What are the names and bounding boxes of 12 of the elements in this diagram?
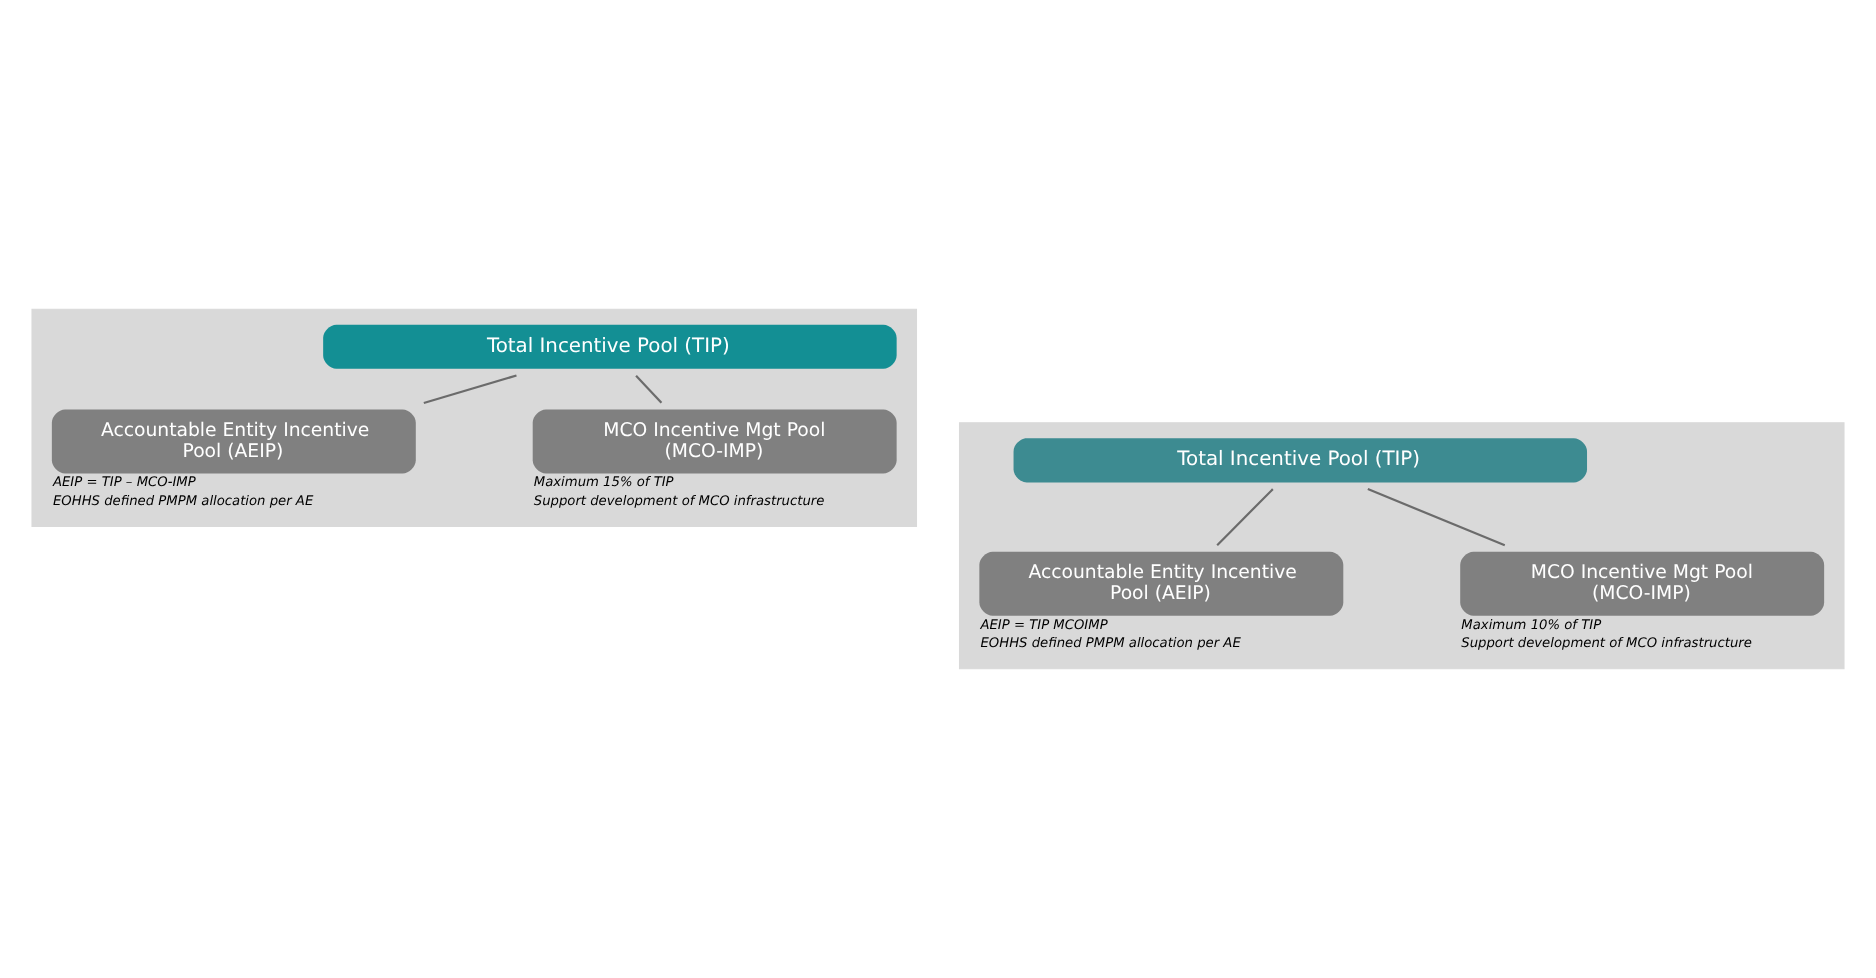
node-box: Total Incentive Pool (TIP) (1013, 438, 1588, 483)
connector (635, 374, 663, 404)
cluster (958, 422, 1845, 670)
node-box: MCO Incentive Mgt Pool (MCO-IMP) (1460, 551, 1825, 616)
node-box: Total Incentive Pool (TIP) (323, 324, 897, 369)
connector (1367, 488, 1506, 547)
node-box: Accountable Entity Incentive Pool (AEIP) (51, 409, 416, 474)
cluster (31, 308, 918, 528)
node-box: Accountable Entity Incentive Pool (AEIP) (979, 551, 1344, 616)
connector (1216, 488, 1274, 546)
node-box: MCO Incentive Mgt Pool (MCO-IMP) (532, 409, 897, 474)
connector (423, 374, 517, 404)
